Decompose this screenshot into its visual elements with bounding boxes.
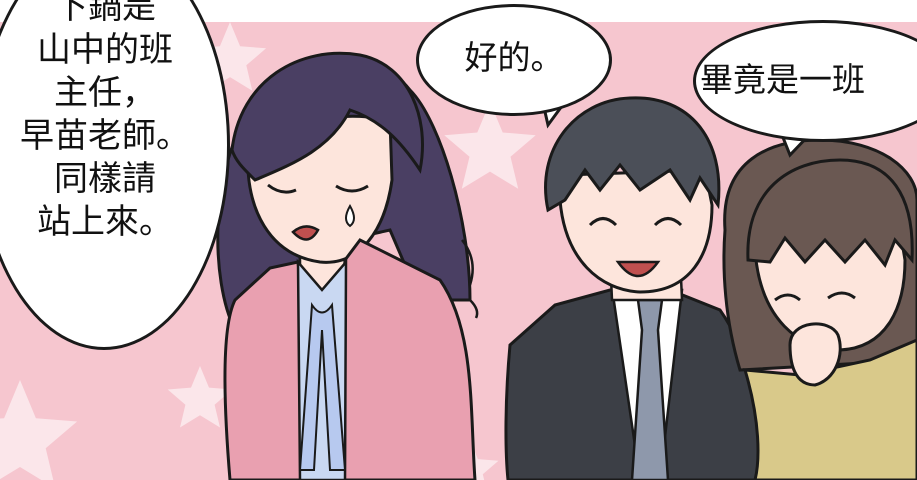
teacher-ribbon	[298, 302, 347, 471]
girl-hand	[788, 322, 842, 387]
girl-eye-left	[774, 293, 801, 302]
man-character	[504, 96, 762, 480]
teacher-bangs	[230, 51, 424, 182]
motion-line	[461, 239, 474, 286]
girl-jacket	[742, 338, 917, 480]
background-star	[444, 102, 536, 189]
speech-bubble-right	[693, 20, 917, 142]
man-face	[558, 168, 714, 294]
speech-bubble-right-text: 畢竟是一班	[700, 60, 865, 99]
speech-bubble-middle-text: 好的。	[464, 38, 564, 77]
sweat-drop	[345, 203, 355, 228]
girl-bangs	[746, 158, 914, 268]
teacher-eye-left	[267, 183, 297, 194]
teacher-character	[216, 51, 479, 480]
teacher-eye-right	[335, 184, 369, 193]
man-eye-left	[588, 217, 618, 227]
motion-line	[469, 299, 479, 319]
man-hair	[544, 96, 721, 213]
girl-eye-right	[827, 291, 856, 300]
panel-top-border	[0, 0, 917, 22]
teacher-mouth	[291, 225, 320, 241]
girl-character	[722, 138, 917, 480]
man-eye-right	[653, 217, 683, 227]
speech-bubble-left	[0, 0, 230, 350]
man-mouth	[615, 260, 661, 278]
speech-bubble-middle	[416, 4, 612, 116]
speech-bubble-left-text: 下鍋是 山中的班 主任， 早苗老師。 同樣請 站上來。	[20, 0, 190, 242]
background-star	[0, 380, 78, 480]
background-star	[167, 366, 233, 428]
teacher-jacket	[223, 238, 477, 480]
